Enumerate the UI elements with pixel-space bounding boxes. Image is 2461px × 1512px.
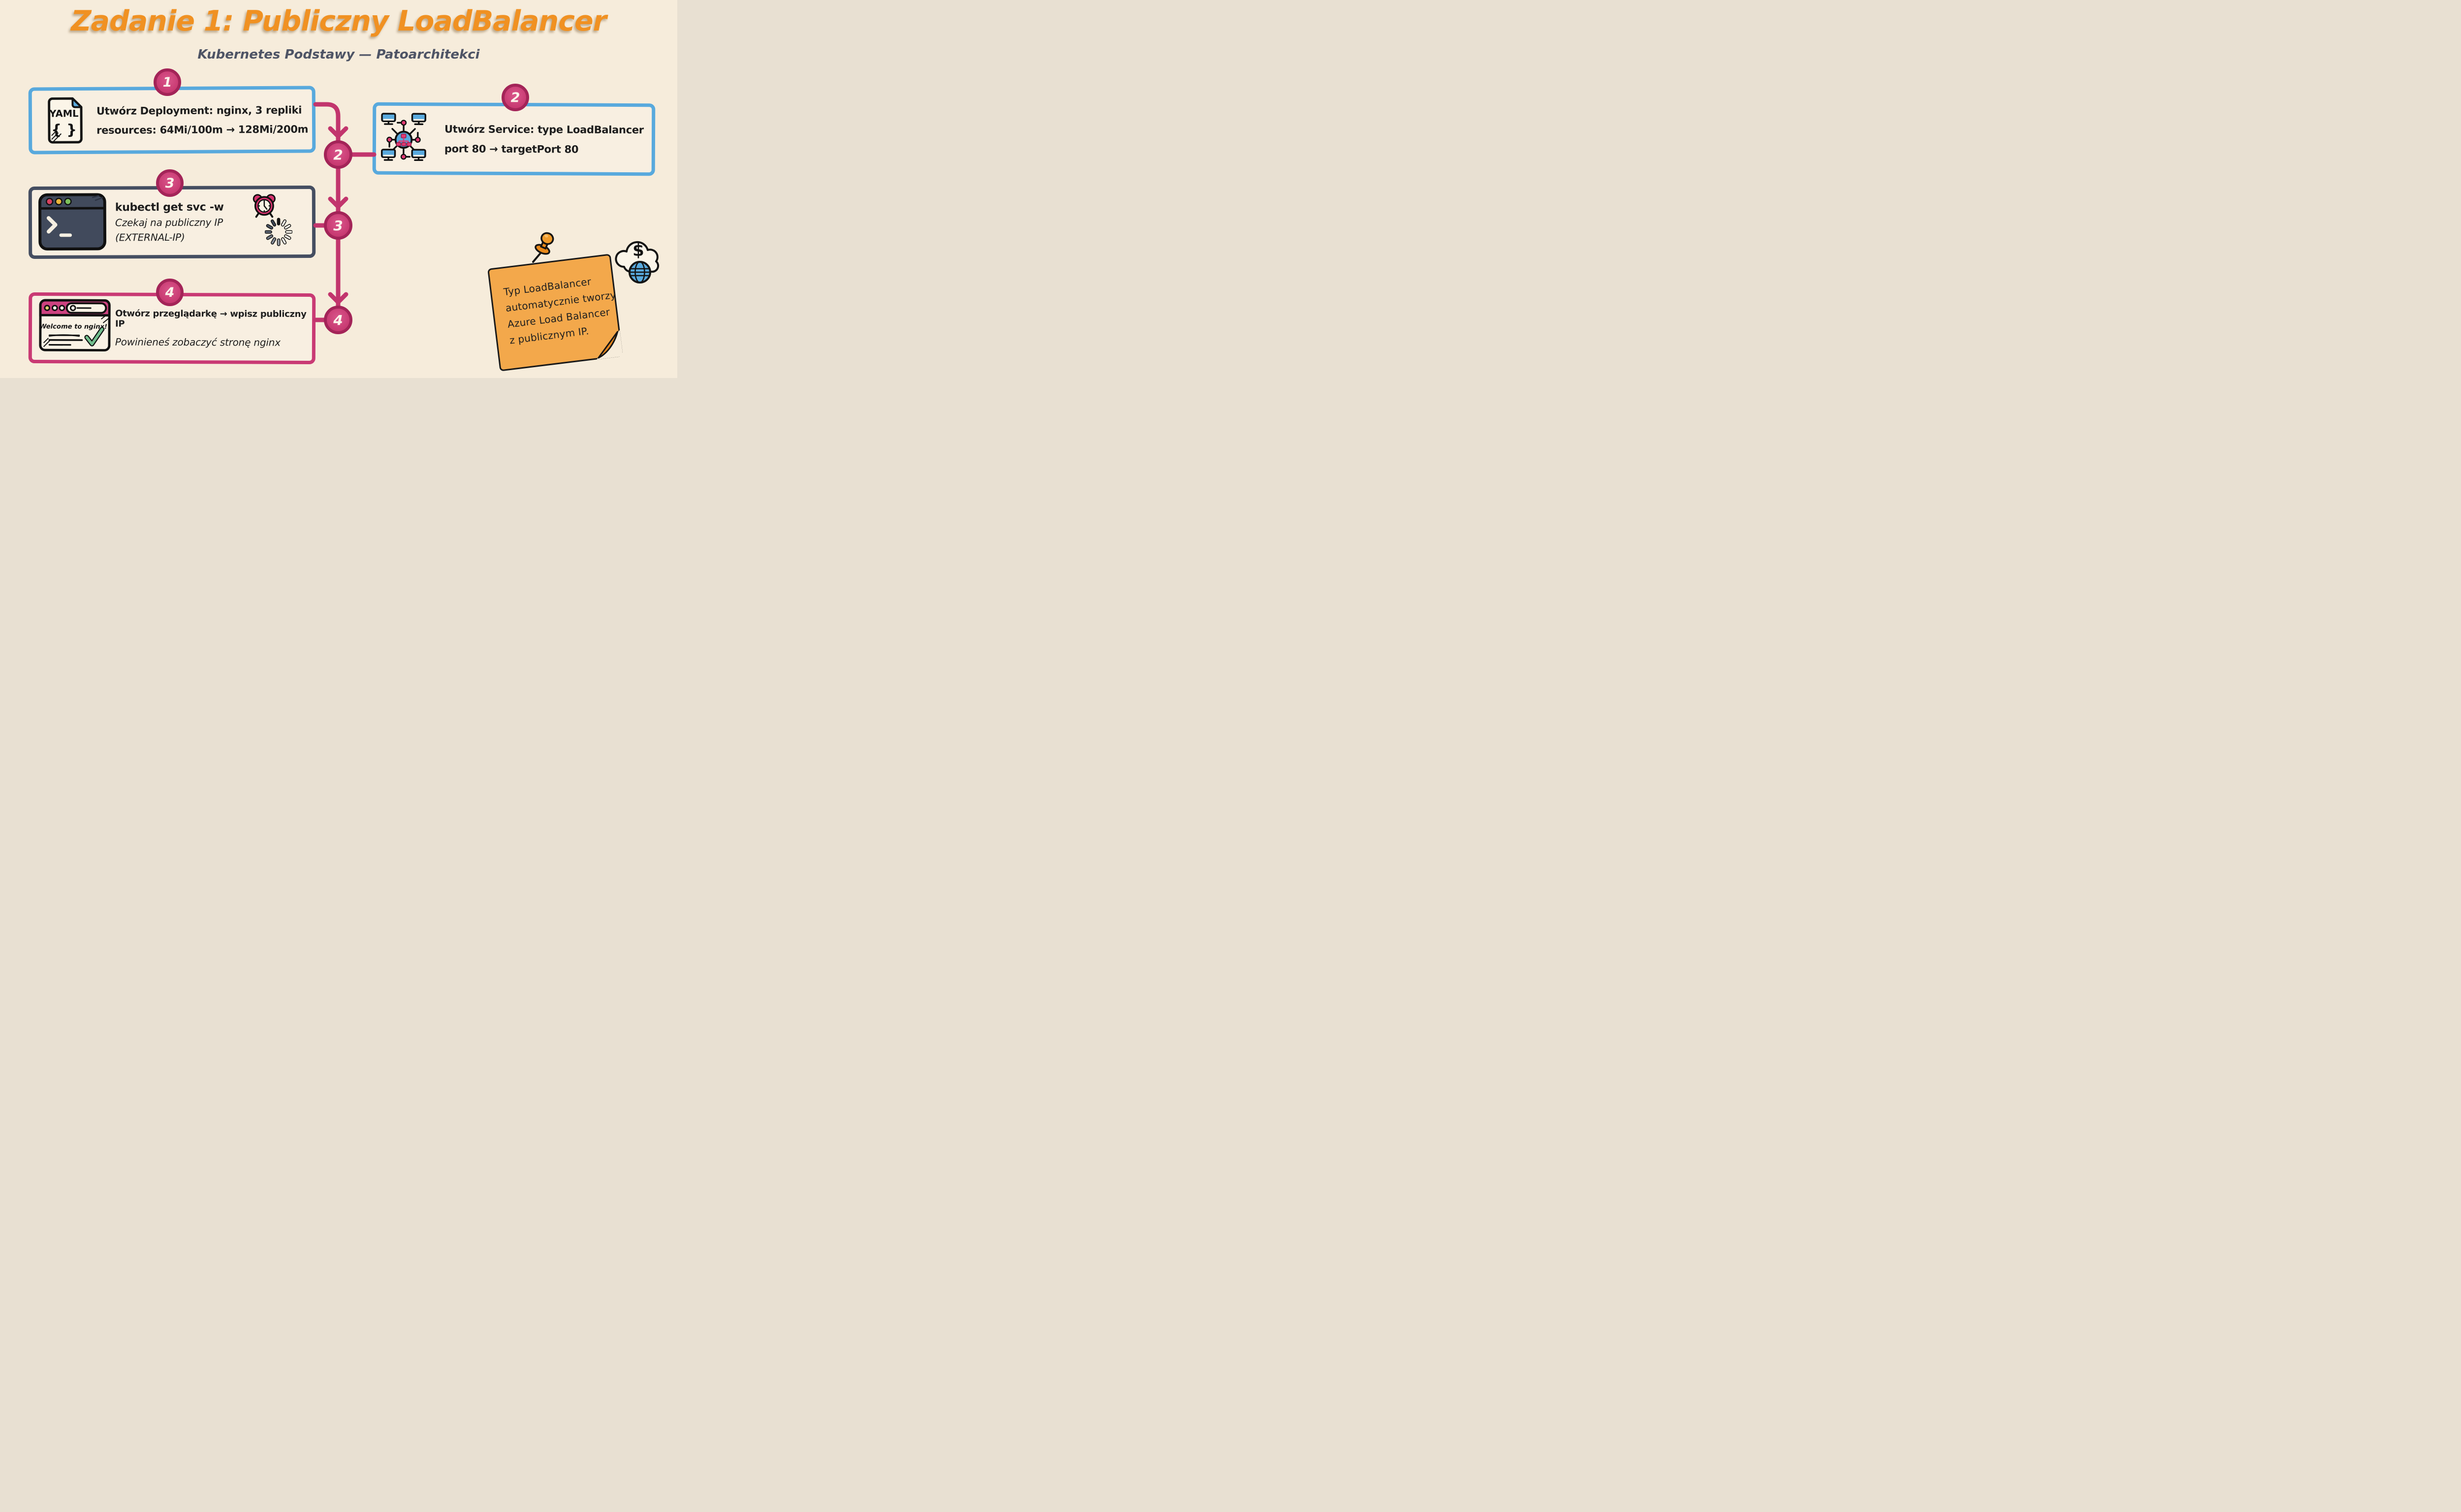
- step-2-badge: 2: [502, 84, 529, 111]
- step-1-card: YAML { } Utwórz Deployment: nginx, 3 rep…: [28, 86, 316, 155]
- step-2-card: Utwórz Service: type LoadBalancer port 8…: [372, 102, 656, 176]
- flow-node-4: 4: [324, 306, 352, 334]
- flow-node-2: 2: [324, 140, 352, 169]
- magnifier-icon: [69, 305, 76, 312]
- step-4-badge: 4: [156, 279, 184, 306]
- yaml-file-icon: YAML { }: [48, 97, 83, 144]
- pushpin-icon: [532, 232, 554, 263]
- step-3-card: kubectl get svc -w Czekaj na publiczny I…: [28, 185, 316, 259]
- arrow-down-icon: [328, 292, 348, 305]
- loading-spinner-icon: [264, 218, 293, 247]
- dollar-sign: $: [632, 241, 644, 260]
- monitor-icon: [381, 113, 396, 125]
- page-title: Zadanie 1: Publiczny LoadBalancer: [71, 5, 607, 37]
- sticky-note: Typ LoadBalancer automatycznie tworzy Az…: [487, 253, 623, 372]
- globe-icon: [629, 261, 651, 284]
- cloud-cost-icon: $: [615, 241, 660, 284]
- step-3-badge: 3: [156, 169, 184, 197]
- flow-node-3: 3: [324, 211, 352, 240]
- browser-window-icon: Welcome to nginx!: [39, 299, 111, 352]
- network-icon: [381, 113, 427, 161]
- browser-welcome-text: Welcome to nginx!: [39, 323, 107, 330]
- check-icon: [85, 328, 104, 346]
- step-1-badge: 1: [154, 68, 181, 96]
- alarm-clock-icon: [252, 194, 276, 218]
- monitor-icon: [411, 113, 427, 126]
- prompt-underscore: [59, 233, 72, 237]
- flow-line-vertical: [313, 102, 341, 322]
- monitor-icon: [381, 149, 396, 161]
- arrow-down-icon: [328, 126, 348, 139]
- page-subtitle: Kubernetes Podstawy — Patoarchitekci: [197, 47, 480, 62]
- step-4-card: Welcome to nginx! Otwórz przeglądarkę → …: [28, 292, 316, 365]
- prompt-chevron: [46, 216, 58, 234]
- note-fold-corner: [597, 330, 623, 360]
- arrow-down-icon: [328, 196, 348, 209]
- terminal-icon: [38, 193, 106, 251]
- monitor-icon: [411, 149, 426, 161]
- yaml-label: YAML: [49, 108, 78, 119]
- infographic-canvas: Zadanie 1: Publiczny LoadBalancer Kubern…: [0, 0, 677, 378]
